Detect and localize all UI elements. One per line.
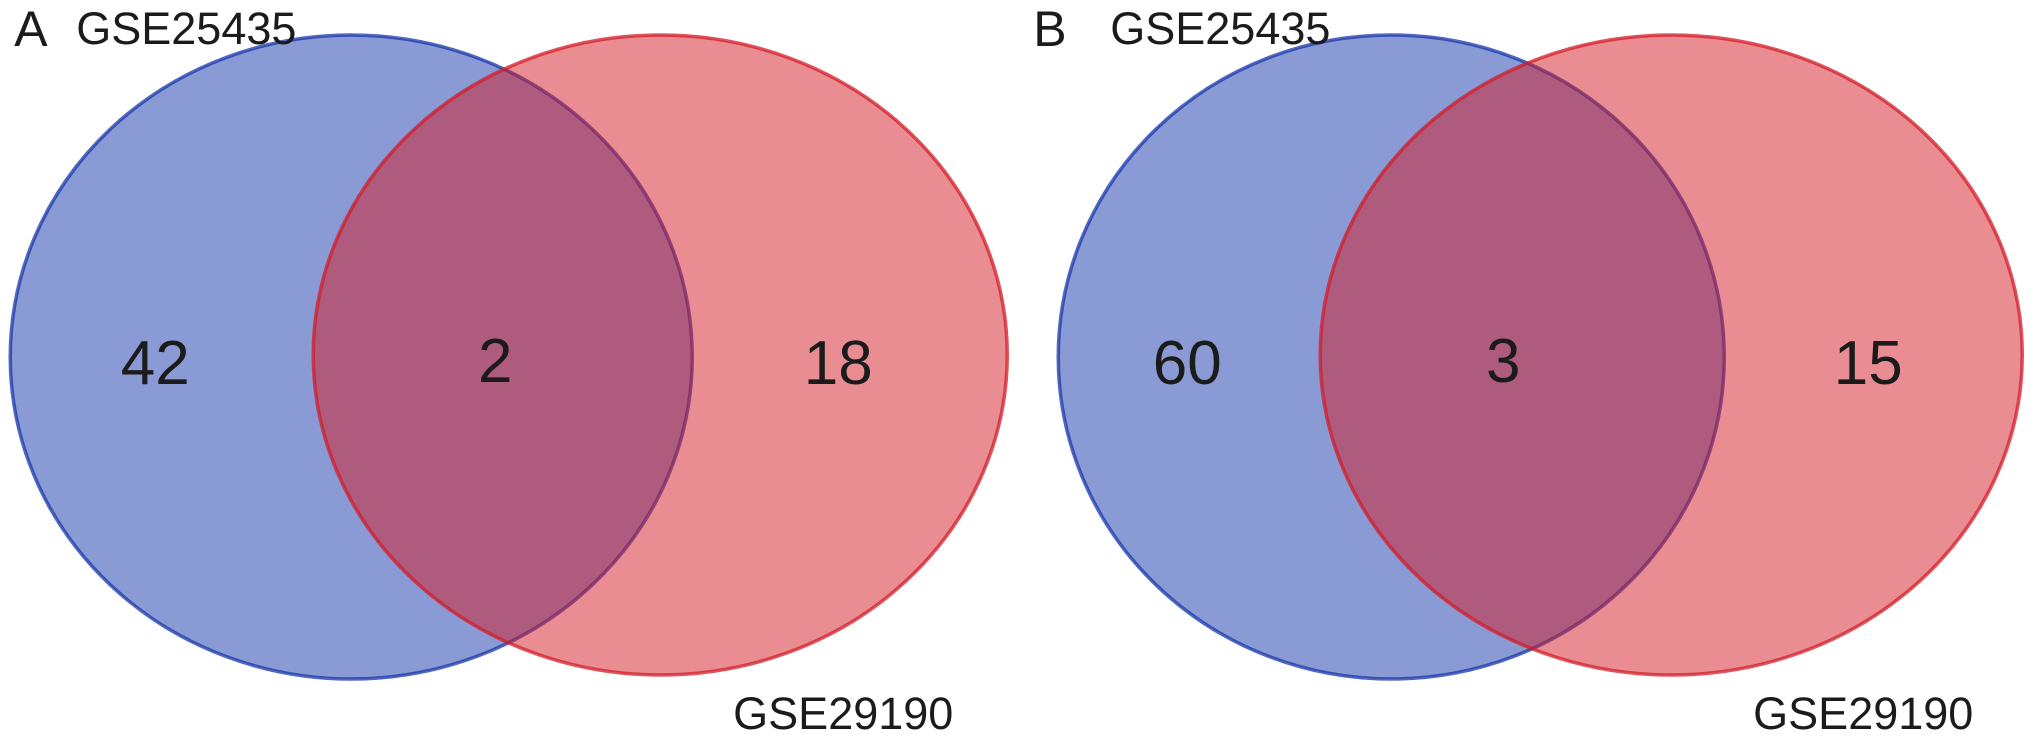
panel-letter: A: [14, 1, 48, 57]
intersection-count: 2: [478, 327, 512, 396]
venn-panel-b: B GSE25435 60 3 15 GSE29190: [1033, 1, 2024, 739]
left-set-label: GSE25435: [76, 3, 296, 54]
right-only-count: 18: [804, 329, 873, 398]
left-only-count: 60: [1152, 329, 1221, 398]
left-only-count: 42: [121, 329, 190, 398]
left-set-label: GSE25435: [1110, 3, 1330, 54]
intersection-count: 3: [1486, 327, 1520, 396]
right-set-label: GSE29190: [1753, 688, 1973, 739]
right-set-label: GSE29190: [733, 688, 953, 739]
venn-panel-a: A GSE25435 42 2 18 GSE29190: [8, 1, 1009, 739]
right-only-count: 15: [1833, 329, 1902, 398]
panel-letter: B: [1033, 1, 1066, 57]
venn-circle-gse29190: [1318, 33, 2024, 677]
venn-circle-gse29190: [311, 33, 1009, 677]
